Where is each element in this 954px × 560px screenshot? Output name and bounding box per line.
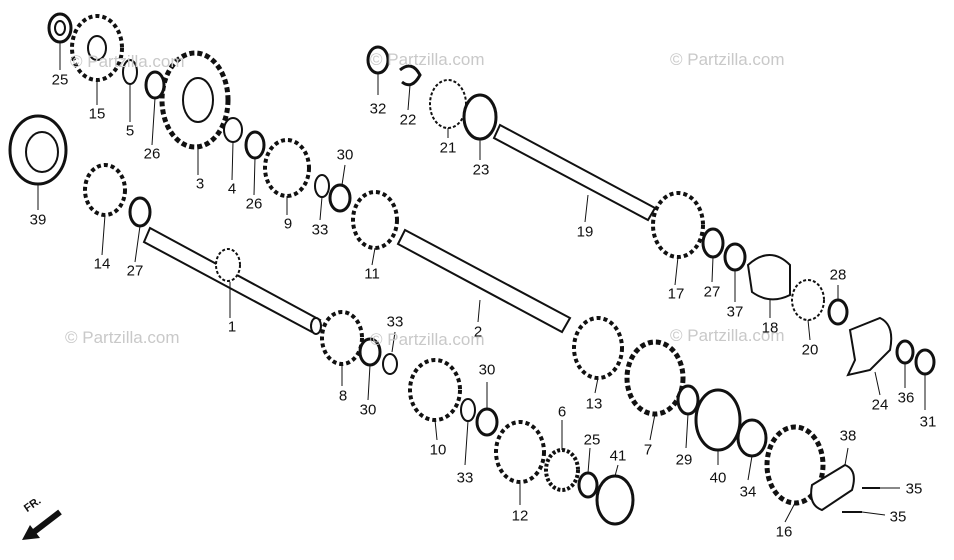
part-label: 14 xyxy=(93,255,111,273)
watermark: © Partzilla.com xyxy=(370,330,485,349)
ring-4 xyxy=(223,117,243,143)
plate-38 xyxy=(810,463,855,512)
part-label: 30 xyxy=(478,361,496,379)
part-label: 25 xyxy=(583,431,601,449)
washer-28 xyxy=(827,298,849,326)
washer-37 xyxy=(723,242,747,272)
part-label: 12 xyxy=(511,507,529,525)
part-label: 26 xyxy=(143,145,161,163)
clip-22 xyxy=(399,64,422,87)
part-label: 21 xyxy=(439,139,457,157)
part-label: 5 xyxy=(125,122,135,140)
bearing-40 xyxy=(694,388,742,452)
part-label: 34 xyxy=(739,483,757,501)
washer-27-a xyxy=(128,196,152,228)
part-label: 3 xyxy=(195,175,205,193)
washer-30-a xyxy=(328,183,352,213)
part-label: 13 xyxy=(585,395,603,413)
part-label: 33 xyxy=(456,469,474,487)
washer-26-a xyxy=(144,70,166,100)
bearing-41 xyxy=(595,474,635,526)
part-label: 33 xyxy=(311,221,329,239)
washer-36 xyxy=(895,339,915,365)
part-label: 36 xyxy=(897,389,915,407)
washer-30-c xyxy=(475,407,499,437)
part-label: 40 xyxy=(709,469,727,487)
part-label: 15 xyxy=(88,105,106,123)
washer-29 xyxy=(676,384,700,416)
part-label: 20 xyxy=(801,341,819,359)
gear-7 xyxy=(624,339,686,417)
part-label: 23 xyxy=(472,161,490,179)
part-label: 33 xyxy=(386,313,404,331)
part-label: 16 xyxy=(775,523,793,541)
collar-34 xyxy=(736,418,768,458)
part-label: 37 xyxy=(726,303,744,321)
gear-11 xyxy=(351,190,399,250)
part-label: 35 xyxy=(905,480,923,498)
gear-10 xyxy=(408,358,462,422)
bearing-20 xyxy=(791,279,825,321)
part-label: 10 xyxy=(429,441,447,459)
part-label: 22 xyxy=(399,111,417,129)
watermark: © Partzilla.com xyxy=(370,50,485,69)
spring-21 xyxy=(429,79,467,129)
part-label: 30 xyxy=(359,401,377,419)
gear-9 xyxy=(263,138,311,198)
gear-13 xyxy=(572,316,624,380)
watermark: © Partzilla.com xyxy=(670,326,785,345)
gear-12 xyxy=(494,420,546,484)
gear-3 xyxy=(159,50,231,150)
mainshaft-end xyxy=(310,317,322,335)
washer-27-b xyxy=(701,227,725,259)
shaft-gear xyxy=(215,248,241,282)
clip-33-c xyxy=(460,398,476,422)
part-label: 7 xyxy=(643,441,653,459)
washer-25-top xyxy=(47,12,73,44)
front-arrow-icon xyxy=(28,509,62,538)
part-label: 8 xyxy=(338,387,348,405)
watermark: © Partzilla.com xyxy=(65,328,180,347)
washer-23 xyxy=(462,93,498,141)
watermark: © Partzilla.com xyxy=(670,50,785,69)
part-label: 25 xyxy=(51,71,69,89)
part-label: 24 xyxy=(871,396,889,414)
clip-33-b xyxy=(382,353,398,375)
part-label: 30 xyxy=(336,146,354,164)
washer-25-b xyxy=(577,471,599,499)
part-label: 41 xyxy=(609,447,627,465)
bracket-18 xyxy=(746,254,791,301)
plate-24 xyxy=(846,316,893,377)
gear-14 xyxy=(83,163,127,217)
part-label: 18 xyxy=(761,319,779,337)
part-label: 19 xyxy=(576,223,594,241)
part-label: 1 xyxy=(227,318,237,336)
countershaft-upper xyxy=(492,123,657,222)
part-label: 11 xyxy=(364,265,380,283)
part-label: 27 xyxy=(126,262,144,280)
clip-33-a xyxy=(314,174,330,198)
part-label: 27 xyxy=(703,283,721,301)
part-label: 17 xyxy=(667,285,685,303)
gear-17 xyxy=(651,191,705,259)
part-label: 35 xyxy=(889,508,907,526)
washer-26-b xyxy=(244,130,266,160)
part-label: 26 xyxy=(245,195,263,213)
part-label: 9 xyxy=(283,215,293,233)
gear-6 xyxy=(544,448,580,492)
countershaft xyxy=(396,228,572,334)
part-label: 29 xyxy=(675,451,693,469)
part-label: 38 xyxy=(839,427,857,445)
part-label: 31 xyxy=(919,413,937,431)
part-label: 39 xyxy=(29,211,47,229)
gear-8 xyxy=(320,310,364,366)
part-label: 2 xyxy=(473,323,483,341)
part-label: 6 xyxy=(557,403,567,421)
part-label: 28 xyxy=(829,266,847,284)
washer-31 xyxy=(914,348,936,376)
part-label: 4 xyxy=(227,180,237,198)
part-label: 32 xyxy=(369,100,387,118)
watermark: © Partzilla.com xyxy=(70,52,185,71)
